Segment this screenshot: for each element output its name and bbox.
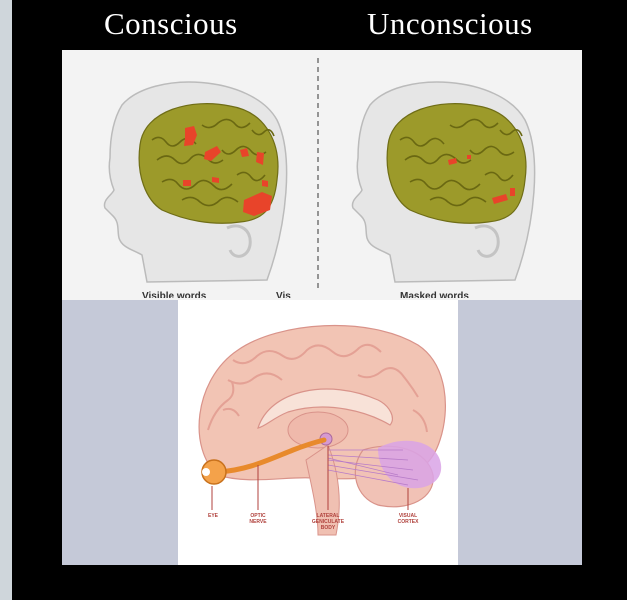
eye-label: EYE: [202, 513, 224, 519]
lateral-geniculate-label: LATERAL GENICULATE BODY: [308, 513, 348, 531]
unconscious-heading: Unconscious: [367, 4, 533, 44]
visible-words-label: Visible words: [142, 290, 206, 298]
truncated-label: Vis: [276, 290, 291, 298]
optic-nerve-label: OPTIC NERVE: [244, 513, 272, 525]
anatomy-panel: EYE OPTIC NERVE LATERAL GENICULATE BODY …: [62, 300, 582, 565]
brain-scans: [62, 50, 582, 300]
unconscious-cortex: [387, 104, 526, 224]
masked-words-label: Masked words: [400, 290, 469, 298]
visual-pathway-diagram: EYE OPTIC NERVE LATERAL GENICULATE BODY …: [178, 300, 458, 565]
conscious-heading: Conscious: [104, 4, 238, 44]
pupil: [202, 468, 210, 476]
conscious-cortex: [139, 104, 278, 224]
visual-cortex-label: VISUAL CORTEX: [394, 513, 422, 525]
brain-scan-panel: Visible words Vis Masked words: [62, 50, 582, 300]
figure-frame: Conscious Unconscious: [12, 0, 627, 600]
